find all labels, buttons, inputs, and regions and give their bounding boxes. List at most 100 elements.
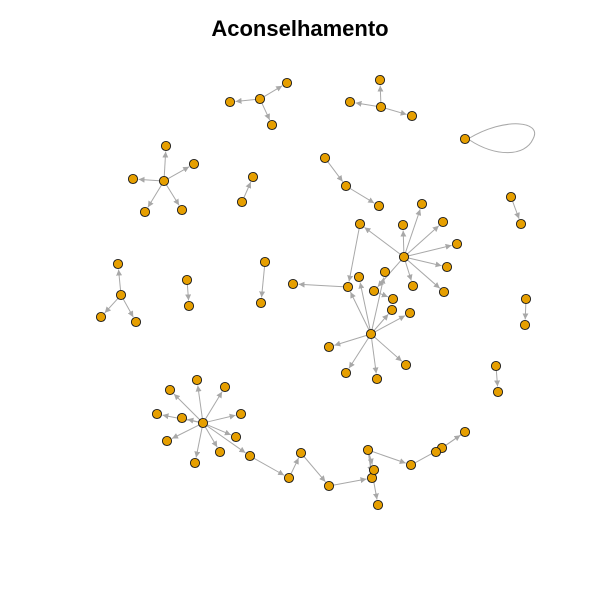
- graph-node: [161, 435, 173, 447]
- edge: [408, 243, 452, 257]
- graph-node: [295, 447, 307, 459]
- graph-node: [405, 459, 417, 471]
- edge: [371, 338, 379, 374]
- graph-node: [441, 261, 453, 273]
- edge: [522, 303, 529, 320]
- graph-node: [515, 218, 527, 230]
- graph-node: [344, 96, 356, 108]
- graph-node: [115, 289, 127, 301]
- graph-node: [176, 204, 188, 216]
- graph-node: [197, 417, 209, 429]
- edge: [347, 228, 360, 282]
- graph-node: [230, 431, 242, 443]
- graph-node: [219, 381, 231, 393]
- graph-node: [398, 251, 410, 263]
- edges-layer: [104, 85, 536, 500]
- graph-node: [323, 341, 335, 353]
- graph-node: [139, 206, 151, 218]
- graph-node: [255, 297, 267, 309]
- graph-node: [319, 152, 331, 164]
- graph-node: [373, 200, 385, 212]
- graph-node: [368, 285, 380, 297]
- edge: [407, 225, 440, 255]
- edge: [377, 85, 384, 103]
- graph-node: [287, 278, 299, 290]
- graph-node: [353, 271, 365, 283]
- edge: [187, 417, 199, 424]
- edge: [147, 184, 163, 208]
- edge: [104, 298, 119, 314]
- graph-node: [490, 360, 502, 372]
- edge: [404, 261, 413, 281]
- graph-node: [407, 280, 419, 292]
- edge: [185, 284, 192, 301]
- graph-node: [181, 274, 193, 286]
- edge: [355, 100, 377, 107]
- graph-node: [254, 93, 266, 105]
- graph-node: [342, 281, 354, 293]
- graph-node: [188, 158, 200, 170]
- graph-node: [519, 319, 531, 331]
- graph-node: [372, 499, 384, 511]
- graph-node: [438, 286, 450, 298]
- edge: [171, 424, 200, 439]
- graph-node: [520, 293, 532, 305]
- graph-node: [340, 367, 352, 379]
- edge: [358, 282, 371, 330]
- edge: [349, 187, 375, 204]
- edge: [400, 230, 407, 253]
- graph-node: [397, 219, 409, 231]
- edge: [348, 337, 369, 369]
- graph-node: [95, 311, 107, 323]
- graph-node: [459, 426, 471, 438]
- edge: [207, 424, 232, 436]
- graph-node: [127, 173, 139, 185]
- graph-node: [191, 374, 203, 386]
- graph-node: [259, 256, 271, 268]
- edge: [371, 277, 386, 330]
- edge: [364, 226, 401, 255]
- edge: [334, 334, 367, 347]
- edge: [166, 184, 180, 206]
- graph-node: [266, 119, 278, 131]
- edge: [195, 385, 203, 419]
- graph-node: [387, 293, 399, 305]
- edge: [259, 266, 266, 298]
- graph-node: [164, 384, 176, 396]
- edge: [116, 269, 123, 291]
- plot-title: Aconselhamento: [211, 16, 389, 41]
- graph-node: [323, 480, 335, 492]
- edge: [290, 457, 300, 475]
- graph-node: [505, 191, 517, 203]
- edge: [512, 201, 520, 219]
- graph-node: [283, 472, 295, 484]
- edge: [385, 107, 407, 116]
- edge: [138, 176, 160, 183]
- graph-node: [374, 74, 386, 86]
- graph-node: [404, 307, 416, 319]
- edge: [263, 85, 283, 98]
- nodes-layer: [95, 74, 532, 511]
- graph-node: [340, 180, 352, 192]
- graph-node: [386, 304, 398, 316]
- graph-node: [437, 216, 449, 228]
- graph-node: [130, 316, 142, 328]
- graph-node: [400, 359, 412, 371]
- edge: [407, 259, 441, 289]
- edge: [367, 454, 374, 465]
- edge-self-loop: [469, 123, 536, 154]
- graph-node: [236, 196, 248, 208]
- graph-node: [365, 328, 377, 340]
- edge: [327, 161, 344, 182]
- graph-node: [214, 446, 226, 458]
- edge: [333, 477, 367, 486]
- graph-node: [430, 446, 442, 458]
- graph-node: [375, 101, 387, 113]
- edge: [372, 451, 406, 465]
- graph-node: [371, 373, 383, 385]
- graph-node: [235, 408, 247, 420]
- edge: [261, 102, 271, 121]
- graph-node: [362, 444, 374, 456]
